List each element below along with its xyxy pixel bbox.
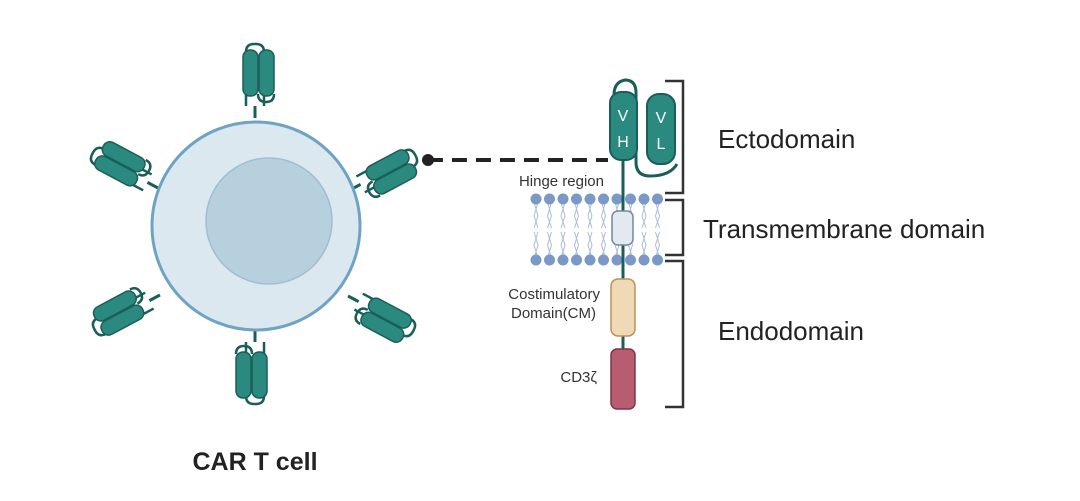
receptor-lower-left (84, 276, 168, 342)
lipid-head (638, 193, 650, 205)
lipid-head (557, 254, 569, 266)
lipid-head (625, 254, 636, 266)
lipid-head (625, 193, 636, 205)
lipid-head (544, 193, 555, 205)
receptor-lower-right (337, 283, 421, 350)
lipid-bilayer (530, 193, 663, 266)
cd3z-domain-icon (610, 348, 636, 410)
lipid-tail (560, 201, 566, 229)
lipid-tail (600, 231, 607, 259)
vl-label-l: L (657, 136, 666, 153)
domain-brackets (665, 79, 685, 409)
lipid-head (611, 193, 623, 205)
transmembrane-bracket (665, 198, 685, 257)
transmembrane-label: Transmembrane domain (703, 214, 985, 244)
vl-label-v: V (656, 110, 667, 127)
lipid-tail (587, 201, 593, 229)
lipid-tail (573, 201, 580, 229)
lipid-head (544, 254, 555, 266)
receptor-bottom (234, 328, 269, 406)
lipid-head (530, 254, 542, 266)
lipid-tail (641, 231, 647, 259)
lipid-tail (654, 201, 661, 229)
lipid-tail (546, 231, 553, 259)
vh-label-h: H (617, 134, 629, 151)
receptor-top (241, 42, 276, 120)
cell-nucleus (205, 157, 333, 285)
ectodomain-bracket (665, 79, 685, 195)
costimulatory-domain-icon (610, 278, 636, 337)
cd3z-label: CD3ζ (560, 369, 597, 386)
lipid-head (557, 193, 569, 205)
lipid-head (611, 254, 623, 266)
lipid-head (530, 193, 542, 205)
lipid-head (598, 193, 609, 205)
hinge-region-label: Hinge region (519, 173, 604, 190)
car-t-cell-caption: CAR T cell (192, 448, 317, 476)
lipid-head (638, 254, 650, 266)
lipid-tail (533, 201, 539, 229)
lipid-head (571, 193, 582, 205)
lipid-tail (587, 231, 593, 259)
zoom-connector (422, 154, 608, 166)
lipid-head (584, 254, 596, 266)
lipid-head (584, 193, 596, 205)
transmembrane-segment-icon (611, 210, 634, 246)
lipid-tail (533, 231, 539, 259)
lipid-tail (641, 201, 647, 229)
costimulatory-label-line2: Domain(CM) (511, 305, 596, 322)
lipid-tail (546, 201, 553, 229)
lipid-tail (654, 231, 661, 259)
lipid-head (571, 254, 582, 266)
lipid-head (652, 193, 663, 205)
endodomain-label: Endodomain (718, 316, 864, 346)
endodomain-bracket (665, 259, 685, 409)
vh-label-v: V (618, 108, 629, 125)
lipid-head (598, 254, 609, 266)
vh-domain: V H (609, 91, 638, 161)
lipid-tail (560, 231, 566, 259)
lipid-head (652, 254, 663, 266)
lipid-tail (573, 231, 580, 259)
lipid-tail (600, 201, 607, 229)
vl-domain: V L (646, 93, 676, 165)
car-structure: V H V L Hinge region Costimulatory Domai… (508, 78, 679, 410)
receptor-upper-left (85, 134, 169, 201)
costimulatory-label-line1: Costimulatory (508, 286, 600, 303)
car-t-cell (84, 42, 426, 406)
ectodomain-label: Ectodomain (718, 124, 855, 154)
